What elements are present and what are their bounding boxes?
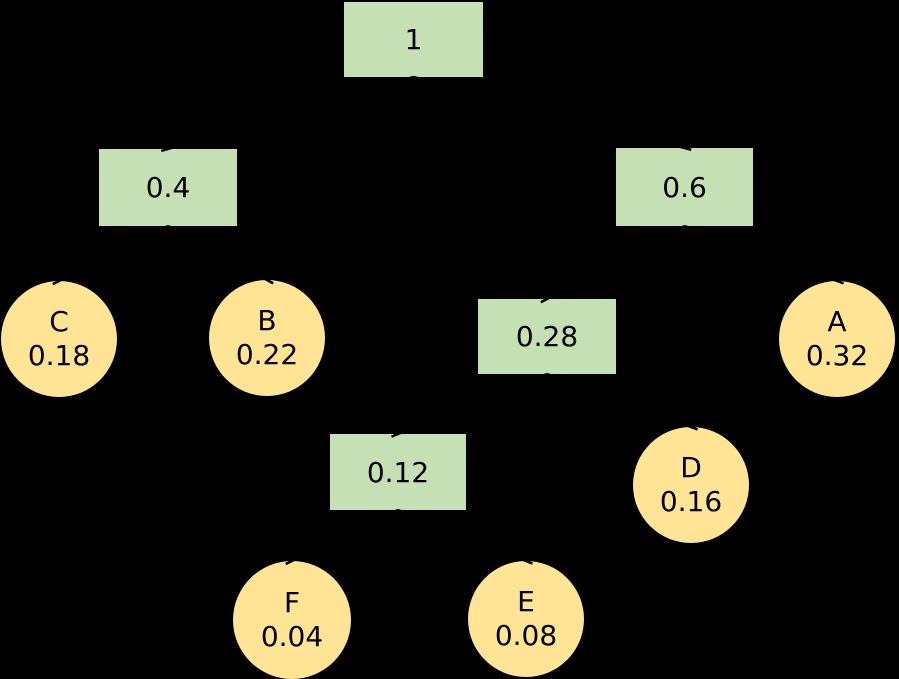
internal-node-0_28: 0.28 bbox=[478, 299, 616, 374]
tree-edge-root-n06 bbox=[413, 75, 692, 151]
leaf-symbol-label: A bbox=[827, 305, 847, 338]
tree-edge-n012-F bbox=[285, 508, 399, 566]
leaf-symbol-label: D bbox=[680, 451, 702, 484]
tree-edge-n028-n012 bbox=[391, 372, 548, 438]
leaf-symbol-label: C bbox=[49, 305, 69, 338]
leaf-symbol-label: F bbox=[283, 586, 301, 619]
tree-edge-n04-B bbox=[167, 224, 274, 285]
leaf-probability-label: 0.16 bbox=[659, 485, 723, 518]
tree-edge-n04-C bbox=[52, 224, 169, 286]
tree-edge-n06-A bbox=[684, 224, 845, 285]
internal-node-0_4: 0.4 bbox=[99, 149, 237, 226]
tree-edge-n06-n028 bbox=[540, 224, 686, 304]
node-weight-label: 0.28 bbox=[515, 320, 579, 353]
tree-edge-n012-E bbox=[397, 508, 533, 565]
internal-node-1: 1 bbox=[344, 2, 483, 77]
internal-node-0_12: 0.12 bbox=[330, 434, 466, 510]
node-weight-label: 0.4 bbox=[145, 171, 191, 204]
tree-edge-root-n04 bbox=[160, 75, 414, 153]
leaf-symbol-label: B bbox=[257, 304, 277, 337]
internal-node-0_6: 0.6 bbox=[616, 148, 753, 226]
node-weight-label: 0.6 bbox=[662, 170, 707, 204]
leaf-probability-label: 0.32 bbox=[805, 339, 869, 372]
leaf-probability-label: 0.18 bbox=[27, 339, 91, 372]
node-weight-label: 1 bbox=[404, 23, 423, 56]
leaf-probability-label: 0.08 bbox=[494, 619, 558, 652]
node-weight-label: 0.12 bbox=[366, 455, 430, 489]
tree-edge-n028-D bbox=[546, 372, 699, 431]
leaf-symbol-label: E bbox=[517, 585, 535, 618]
leaf-probability-label: 0.04 bbox=[260, 620, 324, 653]
leaf-probability-label: 0.22 bbox=[235, 338, 299, 371]
